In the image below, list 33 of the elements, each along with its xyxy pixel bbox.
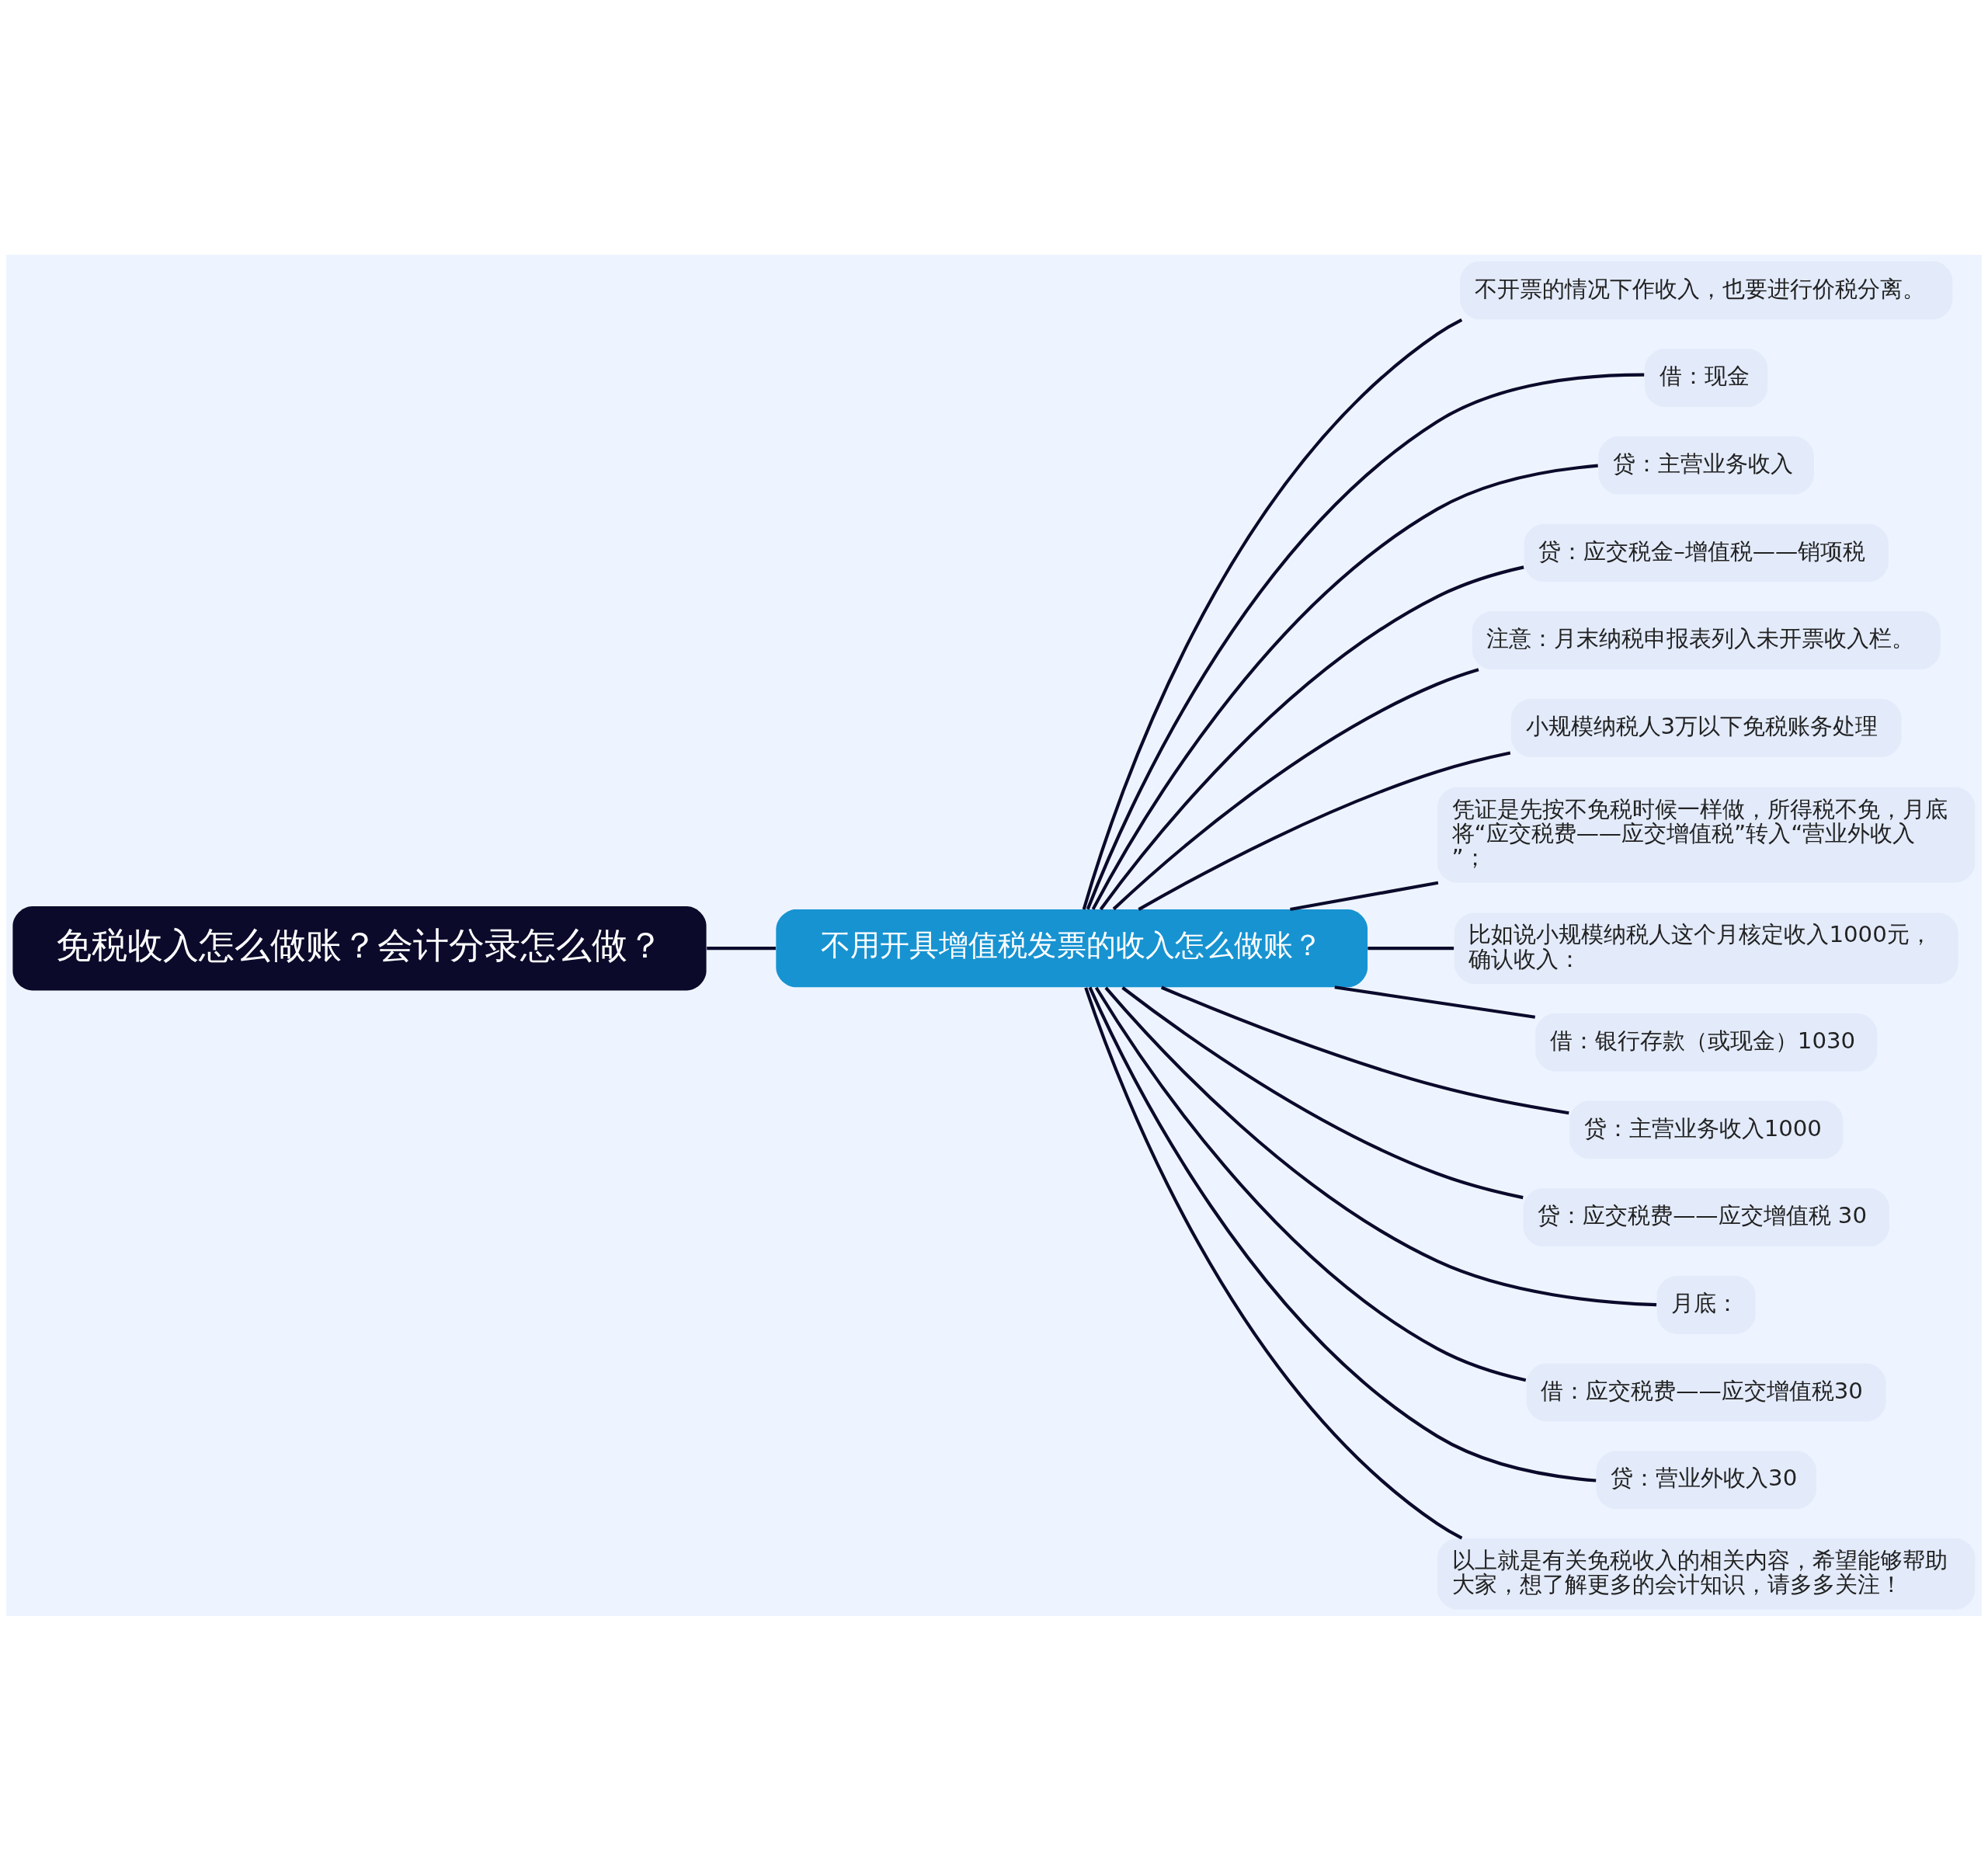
connector	[1368, 946, 1455, 950]
connector	[1082, 318, 1463, 910]
node-box: 不开票的情况下作收入，也要进行价税分离。	[1460, 260, 1953, 319]
connector	[1084, 986, 1463, 1539]
node-box: 贷：主营业务收入1000	[1569, 1100, 1844, 1159]
connector	[1160, 985, 1569, 1114]
connector	[1099, 565, 1524, 910]
node-box: 比如说小规模纳税人这个月核定收入1000元，确认收入：	[1454, 912, 1958, 984]
node-box: 免税收入怎么做账？会计分录怎么做？	[12, 905, 707, 990]
node-box: 以上就是有关免税收入的相关内容，希望能够帮助大家，想了解更多的会计知识，请多多关注！	[1437, 1538, 1976, 1610]
node-box: 贷：应交税费——应交增值税 30	[1523, 1187, 1889, 1246]
node-box: 凭证是先按不免税时候一样做，所得税不免，月底将“应交税费——应交增值税”转入“营业外收入”；	[1437, 787, 1976, 883]
node-box: 月底：	[1656, 1275, 1756, 1334]
node-box: 贷：营业外收入30	[1596, 1450, 1817, 1509]
connector	[1104, 986, 1657, 1306]
connector	[1334, 985, 1536, 1019]
connector	[1086, 372, 1645, 910]
connector	[1121, 985, 1524, 1199]
node-box: 借：银行存款（或现金）1030	[1535, 1013, 1878, 1072]
node-box: 不用开具增值税发票的收入怎么做账？	[776, 909, 1368, 987]
connector	[707, 946, 776, 950]
node-box: 注意：月末纳税申报表列入未开票收入栏。	[1472, 610, 1941, 669]
connector	[1091, 464, 1598, 910]
node-box: 贷：应交税金–增值税——销项税	[1524, 523, 1889, 582]
connector	[1290, 881, 1439, 911]
connector	[1112, 667, 1479, 910]
connector	[1138, 751, 1511, 911]
connector	[1088, 986, 1597, 1482]
connector	[1094, 986, 1527, 1382]
node-box: 借：应交税费——应交增值税30	[1526, 1362, 1886, 1422]
node-box: 借：现金	[1644, 348, 1768, 407]
node-box: 贷：主营业务收入	[1598, 436, 1814, 495]
node-box: 小规模纳税人3万以下免税账务处理	[1510, 698, 1902, 757]
